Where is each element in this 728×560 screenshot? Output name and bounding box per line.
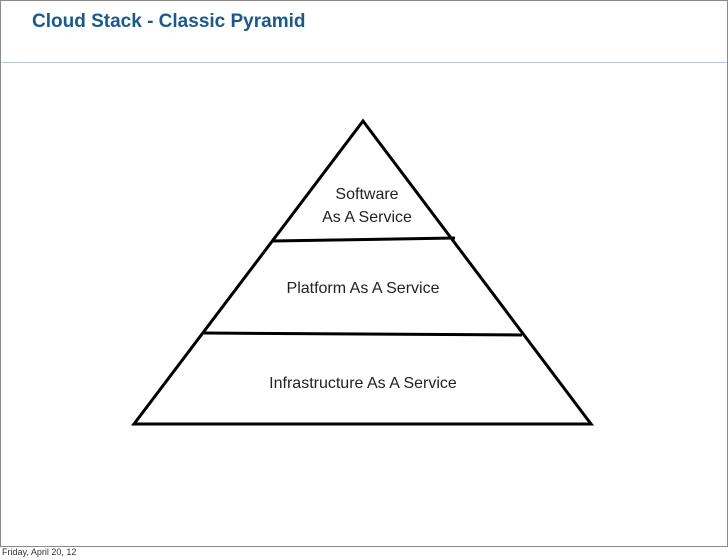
tier-software-line-2: As A Service: [322, 209, 412, 226]
tier-divider-top: [271, 236, 456, 243]
slide-frame: Cloud Stack - Classic Pyramid: [0, 0, 728, 547]
footer-date: Friday, April 20, 12: [2, 547, 77, 557]
pyramid-outline: [130, 118, 595, 426]
title-divider: [1, 62, 727, 63]
slide-header: Cloud Stack - Classic Pyramid: [1, 1, 727, 63]
tier-infrastructure-label: Infrastructure As A Service: [269, 375, 457, 392]
tier-platform-label: Platform As A Service: [287, 280, 440, 297]
tier-software-line-1: Software: [335, 186, 398, 203]
tier-divider-bottom: [203, 331, 523, 337]
slide-title: Cloud Stack - Classic Pyramid: [32, 11, 306, 32]
